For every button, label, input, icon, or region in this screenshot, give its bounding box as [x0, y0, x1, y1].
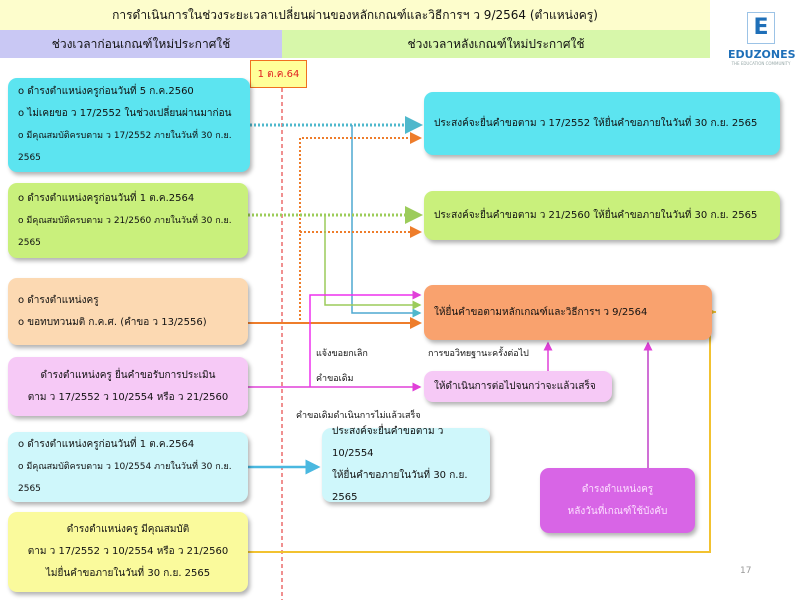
arrow-9 [309, 290, 422, 387]
box-line: ให้ยื่นคำขอภายในวันที่ 30 ก.ย. 2565 [332, 470, 468, 503]
box-line: o ดำรงตำแหน่งครูก่อนวันที่ 1 ต.ค.2564 [18, 439, 195, 450]
box-line: o มีคุณสมบัติครบตาม ว 10/2554 ภายในวันที… [18, 462, 232, 494]
label-original: คำขอเดิม [316, 374, 354, 384]
left-box-2: o ดำรงตำแหน่งครูก่อนวันที่ 1 ต.ค.2564 o … [8, 183, 248, 258]
box-line: หลังวันที่เกณฑ์ใช้บังคับ [567, 505, 668, 517]
box-line: ดำรงตำแหน่งครู [581, 483, 654, 495]
left-box-1: o ดำรงตำแหน่งครูก่อนวันที่ 5 ก.ค.2560 o … [8, 78, 250, 172]
label-next: การขอวิทยฐานะครั้งต่อไป [428, 349, 529, 359]
right-box-9-2564: ให้ยื่นคำขอตามหลักเกณฑ์และวิธีการฯ ว 9/2… [424, 285, 712, 340]
page-number: 17 [740, 566, 752, 576]
box-line: ดำรงตำแหน่งครู มีคุณสมบัติ [66, 524, 190, 535]
box-line: o ดำรงตำแหน่งครูก่อนวันที่ 1 ต.ค.2564 [18, 192, 195, 204]
box-line: o ดำรงตำแหน่งครูก่อนวันที่ 5 ก.ค.2560 [18, 86, 194, 97]
left-box-6: ดำรงตำแหน่งครู มีคุณสมบัติ ตาม ว 17/2552… [8, 512, 248, 592]
logo-tagline: THE EDUCATION COMMUNITY [731, 61, 791, 66]
left-box-4: ดำรงตำแหน่งครู ยื่นคำขอรับการประเมิน ตาม… [8, 357, 248, 416]
box-line: ดำรงตำแหน่งครู ยื่นคำขอรับการประเมิน [40, 369, 216, 381]
logo-name: EDUZONES [728, 48, 796, 61]
purple-box-after: ดำรงตำแหน่งครู หลังวันที่เกณฑ์ใช้บังคับ [540, 468, 695, 533]
box-line: o มีคุณสมบัติครบตาม ว 21/2560 ภายในวันที… [18, 215, 232, 248]
right-box-21-2560: ประสงค์จะยื่นคำขอตาม ว 21/2560 ให้ยื่นคำ… [424, 191, 780, 240]
box-line: o มีคุณสมบัติครบตาม ว 17/2552 ภายในวันที… [18, 131, 232, 163]
arrow-2 [351, 125, 422, 318]
box-line: ตาม ว 17/2552 ว 10/2554 หรือ ว 21/2560 [27, 546, 229, 557]
box-line: ไม่ยื่นคำขอภายในวันที่ 30 ก.ย. 2565 [45, 568, 211, 579]
logo-letter: E [747, 12, 775, 44]
header-before: ช่วงเวลาก่อนเกณฑ์ใหม่ประกาศใช้ [0, 30, 282, 58]
cutoff-date-tag: 1 ต.ค.64 [250, 60, 307, 88]
box-line: o ขอทบทวนมติ ก.ค.ศ. (คำขอ ว 13/2556) [18, 316, 207, 328]
box-line: o ดำรงตำแหน่งครู [18, 294, 99, 306]
label-cancel: แจ้งขอยกเลิก [316, 349, 368, 359]
left-box-5: o ดำรงตำแหน่งครูก่อนวันที่ 1 ต.ค.2564 o … [8, 432, 248, 502]
arrow-6 [324, 215, 422, 310]
box-line: ประสงค์จะยื่นคำขอตาม ว 10/2554 [332, 426, 444, 459]
header-after: ช่วงเวลาหลังเกณฑ์ใหม่ประกาศใช้ [282, 30, 710, 58]
slide-title: การดำเนินการในช่วงระยะเวลาเปลี่ยนผ่านของ… [0, 0, 710, 30]
eduzones-logo: E EDUZONES THE EDUCATION COMMUNITY [728, 12, 796, 80]
arrow-3 [299, 132, 422, 320]
right-box-continue: ให้ดำเนินการต่อไปจนกว่าจะแล้วเสร็จ [424, 371, 612, 402]
left-box-3: o ดำรงตำแหน่งครู o ขอทบทวนมติ ก.ค.ศ. (คำ… [8, 278, 248, 345]
box-line: ตาม ว 17/2552 ว 10/2554 หรือ ว 21/2560 [27, 391, 229, 403]
right-box-17-2552: ประสงค์จะยื่นคำขอตาม ว 17/2552 ให้ยื่นคำ… [424, 92, 780, 155]
label-unfinished: คำขอเดิมดำเนินการไม่แล้วเสร็จ [296, 411, 421, 421]
box-line: o ไม่เคยขอ ว 17/2552 ในช่วงเปลี่ยนผ่านมา… [18, 108, 232, 119]
right-box-10-2554: ประสงค์จะยื่นคำขอตาม ว 10/2554 ให้ยื่นคำ… [322, 426, 490, 503]
